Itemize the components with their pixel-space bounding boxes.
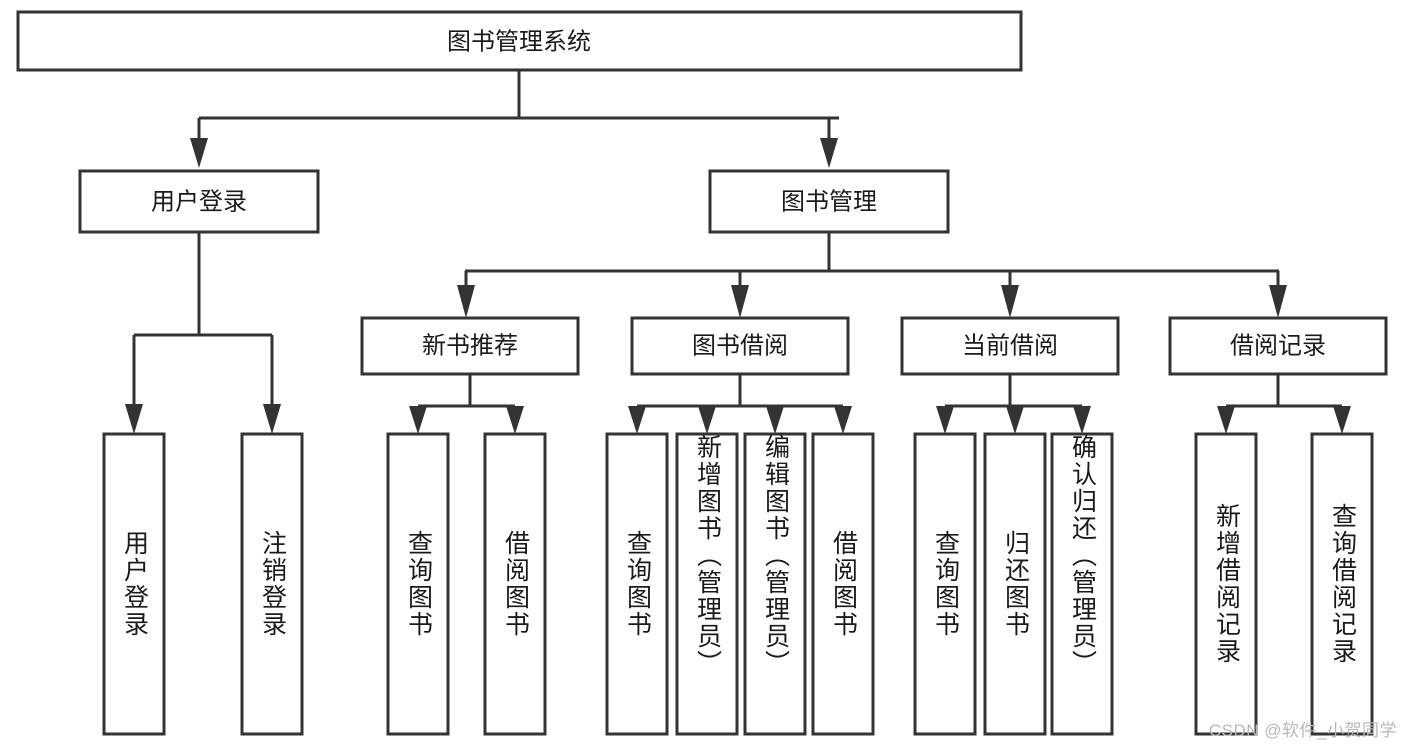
node-leaf-borrow-book-1[interactable] bbox=[483, 432, 547, 736]
arrow-to-leaf-return-book bbox=[1006, 406, 1024, 434]
horizontal-label-group: 图书管理系统 用户登录 图书管理 新书推荐 图书借阅 当前借阅 借阅记录 bbox=[151, 28, 1326, 359]
node-leaf-user-login[interactable] bbox=[102, 432, 166, 736]
arrow-to-book-manage bbox=[820, 138, 838, 168]
node-leaf-query-book-3[interactable] bbox=[913, 432, 977, 736]
arrow-to-book-borrow bbox=[731, 285, 749, 318]
arrow-to-leaf-confirm-return bbox=[1073, 406, 1091, 434]
label-book-manage: 图书管理 bbox=[781, 188, 877, 215]
node-new-book-recommend[interactable] bbox=[360, 316, 580, 376]
node-leaf-query-record[interactable] bbox=[1310, 432, 1374, 736]
arrow-to-user-login bbox=[190, 138, 208, 168]
arrow-to-leaf-query-record bbox=[1333, 406, 1351, 434]
node-leaf-return-book[interactable] bbox=[983, 432, 1047, 736]
arrow-to-leaf-query-book-3 bbox=[936, 406, 954, 434]
arrow-to-leaf-user-logout bbox=[263, 404, 281, 434]
node-root[interactable] bbox=[16, 10, 1023, 72]
node-book-manage[interactable] bbox=[708, 169, 950, 234]
node-leaf-add-record[interactable] bbox=[1194, 432, 1258, 736]
arrow-to-borrow-record bbox=[1269, 285, 1287, 318]
node-leaf-confirm-return[interactable] bbox=[1050, 432, 1114, 736]
connector-group bbox=[125, 70, 1351, 434]
arrow-to-leaf-borrow-book-1 bbox=[506, 406, 524, 434]
node-leaf-edit-book[interactable] bbox=[743, 432, 807, 736]
node-leaf-borrow-book-2[interactable] bbox=[811, 432, 875, 736]
label-new-book-recommend: 新书推荐 bbox=[422, 332, 518, 359]
node-book-borrow[interactable] bbox=[630, 316, 850, 376]
arrow-to-leaf-user-login bbox=[125, 404, 143, 434]
node-current-borrow[interactable] bbox=[900, 316, 1120, 376]
arrow-to-current-borrow bbox=[1001, 285, 1019, 318]
label-root: 图书管理系统 bbox=[447, 28, 591, 55]
csdn-watermark: CSDN @软件_小贺同学 bbox=[1208, 721, 1397, 740]
node-box-group bbox=[16, 10, 1388, 736]
arrow-to-leaf-add-record bbox=[1217, 406, 1235, 434]
arrow-to-leaf-add-book bbox=[698, 406, 716, 434]
label-borrow-record: 借阅记录 bbox=[1230, 332, 1326, 359]
label-user-login: 用户登录 bbox=[151, 188, 247, 215]
arrow-to-leaf-edit-book bbox=[766, 406, 784, 434]
node-leaf-user-logout[interactable] bbox=[240, 432, 304, 736]
label-current-borrow: 当前借阅 bbox=[962, 332, 1058, 359]
node-leaf-add-book[interactable] bbox=[675, 432, 739, 736]
node-leaf-query-book-2[interactable] bbox=[605, 432, 669, 736]
arrow-to-leaf-query-book-2 bbox=[628, 406, 646, 434]
arrow-to-leaf-borrow-book-2 bbox=[834, 406, 852, 434]
node-user-login[interactable] bbox=[78, 169, 320, 234]
node-borrow-record[interactable] bbox=[1168, 316, 1388, 376]
label-book-borrow: 图书借阅 bbox=[692, 332, 788, 359]
arrow-to-leaf-query-book-1 bbox=[409, 406, 427, 434]
node-leaf-query-book-1[interactable] bbox=[386, 432, 450, 736]
arrow-to-new-book-recommend bbox=[457, 285, 475, 318]
